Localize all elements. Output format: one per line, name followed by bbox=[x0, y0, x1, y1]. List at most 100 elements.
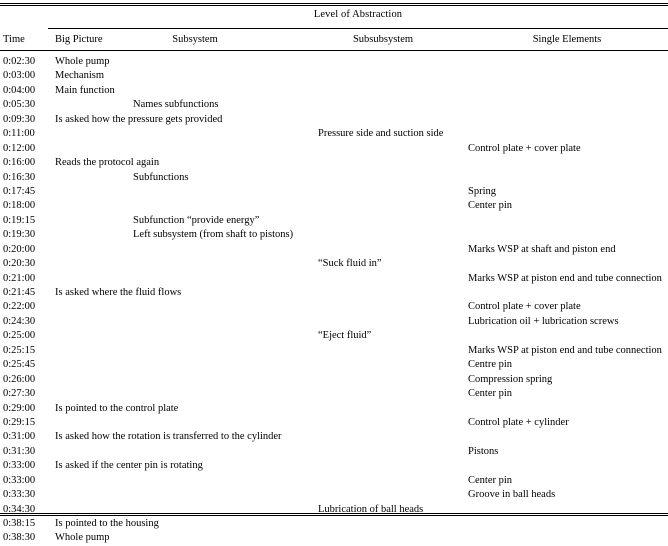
table-row: 0:05:30 Names subfunctions bbox=[0, 98, 668, 112]
cell-subsubsystem: “Eject fluid” bbox=[318, 330, 372, 342]
column-header-single-elements: Single Elements bbox=[532, 34, 602, 45]
cell-big-picture: Is asked if the center pin is rotating bbox=[55, 460, 203, 472]
table-row: 0:17:45 Spring bbox=[0, 185, 668, 199]
cell-time: 0:19:15 bbox=[3, 214, 36, 226]
cell-time: 0:16:30 bbox=[3, 171, 36, 183]
cell-subsubsystem: Pressure side and suction side bbox=[318, 128, 444, 140]
table-row: 0:38:30 Whole pump bbox=[0, 531, 668, 545]
protocol-table: Level of Abstraction Time Big Picture Su… bbox=[0, 3, 668, 543]
column-header-subsubsystem: Subsubsystem bbox=[352, 34, 414, 45]
table-row: 0:18:00 Center pin bbox=[0, 199, 668, 213]
cell-time: 0:02:30 bbox=[3, 56, 36, 67]
cell-time: 0:27:30 bbox=[3, 388, 36, 400]
table-row: 0:38:15 Is pointed to the housing bbox=[0, 517, 668, 531]
cell-time: 0:05:30 bbox=[3, 99, 36, 111]
table-row: 0:25:15 Marks WSP at piston end and tube … bbox=[0, 344, 668, 358]
cell-time: 0:21:00 bbox=[3, 272, 36, 284]
cell-time: 0:17:45 bbox=[3, 185, 36, 197]
cell-subsystem: Names subfunctions bbox=[133, 99, 219, 111]
cell-single-elements: Marks WSP at shaft and piston end bbox=[468, 243, 616, 255]
cell-time: 0:29:00 bbox=[3, 402, 36, 414]
cell-single-elements: Centre pin bbox=[468, 359, 513, 371]
cell-big-picture: Is pointed to the housing bbox=[55, 518, 159, 529]
cell-single-elements: Control plate + cover plate bbox=[468, 301, 581, 313]
cell-single-elements: Marks WSP at piston end and tube connect… bbox=[468, 272, 662, 284]
cell-time: 0:22:00 bbox=[3, 301, 36, 313]
cell-subsubsystem: “Suck fluid in” bbox=[318, 258, 382, 270]
cell-time: 0:34:30 bbox=[3, 503, 36, 515]
table-row: 0:03:00 Mechanism bbox=[0, 69, 668, 83]
cell-big-picture: Reads the protocol again bbox=[55, 157, 160, 169]
cell-time: 0:38:30 bbox=[3, 532, 36, 544]
cell-time: 0:33:30 bbox=[3, 489, 36, 501]
table-row: 0:31:30 Pistons bbox=[0, 445, 668, 459]
cell-time: 0:20:30 bbox=[3, 258, 36, 270]
cell-time: 0:33:00 bbox=[3, 474, 36, 486]
cell-single-elements: Center pin bbox=[468, 388, 513, 400]
cell-single-elements: Spring bbox=[468, 185, 497, 197]
cell-time: 0:25:00 bbox=[3, 330, 36, 342]
cell-single-elements: Control plate + cylinder bbox=[468, 416, 569, 428]
cell-time: 0:26:00 bbox=[3, 373, 36, 385]
cell-subsystem: Subfunctions bbox=[133, 171, 189, 183]
cell-big-picture: Whole pump bbox=[55, 56, 110, 67]
cell-big-picture: Is asked how the rotation is transferred… bbox=[55, 431, 282, 443]
cell-time: 0:29:15 bbox=[3, 416, 36, 428]
column-header-big-picture: Big Picture bbox=[55, 34, 103, 45]
cell-time: 0:21:45 bbox=[3, 287, 36, 298]
cell-single-elements: Pistons bbox=[468, 445, 499, 457]
table-row: 0:24:30 Lubrication oil + lubrication scr… bbox=[0, 315, 668, 329]
table-row: 0:19:15 Subfunction “provide energy” bbox=[0, 214, 668, 228]
table-row: 0:25:00 “Eject fluid” bbox=[0, 329, 668, 343]
cell-big-picture: Is asked how the pressure gets provided bbox=[55, 113, 223, 125]
group-header-span-rule bbox=[48, 28, 668, 29]
table-row: 0:22:00 Control plate + cover plate bbox=[0, 300, 668, 314]
cell-time: 0:04:00 bbox=[3, 84, 36, 96]
cell-time: 0:25:45 bbox=[3, 359, 36, 371]
cell-single-elements: Center pin bbox=[468, 200, 513, 212]
table-bottom-rule-second bbox=[0, 515, 668, 516]
table-row: 0:21:00 Marks WSP at piston end and tube … bbox=[0, 272, 668, 286]
table-row: 0:25:45 Centre pin bbox=[0, 358, 668, 372]
cell-time: 0:20:00 bbox=[3, 243, 36, 255]
table-row: 0:29:15 Control plate + cylinder bbox=[0, 416, 668, 430]
table-row: 0:16:30 Subfunctions bbox=[0, 171, 668, 185]
cell-single-elements: Lubrication oil + lubrication screws bbox=[468, 315, 619, 327]
cell-subsystem: Subfunction “provide energy” bbox=[133, 214, 260, 226]
table-top-rule-second bbox=[0, 5, 668, 6]
cell-time: 0:24:30 bbox=[3, 315, 36, 327]
cell-big-picture: Whole pump bbox=[55, 532, 110, 544]
cell-big-picture: Mechanism bbox=[55, 70, 104, 82]
cell-time: 0:31:30 bbox=[3, 445, 36, 457]
table-row: 0:27:30 Center pin bbox=[0, 387, 668, 401]
cell-time: 0:03:00 bbox=[3, 70, 36, 82]
table-top-rule bbox=[0, 3, 668, 4]
cell-single-elements: Center pin bbox=[468, 474, 513, 486]
table-row: 0:20:00 Marks WSP at shaft and piston end bbox=[0, 243, 668, 257]
column-header-time: Time bbox=[3, 34, 25, 45]
cell-single-elements: Marks WSP at piston end and tube connect… bbox=[468, 344, 662, 356]
cell-time: 0:12:00 bbox=[3, 142, 36, 154]
table-row: 0:31:00 Is asked how the rotation is tran… bbox=[0, 430, 668, 444]
cell-time: 0:16:00 bbox=[3, 157, 36, 169]
cell-time: 0:31:00 bbox=[3, 431, 36, 443]
cell-time: 0:38:15 bbox=[3, 518, 36, 529]
table-bottom-rule bbox=[0, 513, 668, 514]
cell-time: 0:18:00 bbox=[3, 200, 36, 212]
table-row: 0:12:00 Control plate + cover plate bbox=[0, 142, 668, 156]
cell-single-elements: Control plate + cover plate bbox=[468, 142, 581, 154]
group-header-level-of-abstraction: Level of Abstraction bbox=[313, 9, 403, 20]
cell-time: 0:25:15 bbox=[3, 344, 36, 356]
cell-time: 0:19:30 bbox=[3, 229, 36, 241]
table-row: 0:16:00 Reads the protocol again bbox=[0, 156, 668, 170]
table-row: 0:02:30 Whole pump bbox=[0, 55, 668, 69]
